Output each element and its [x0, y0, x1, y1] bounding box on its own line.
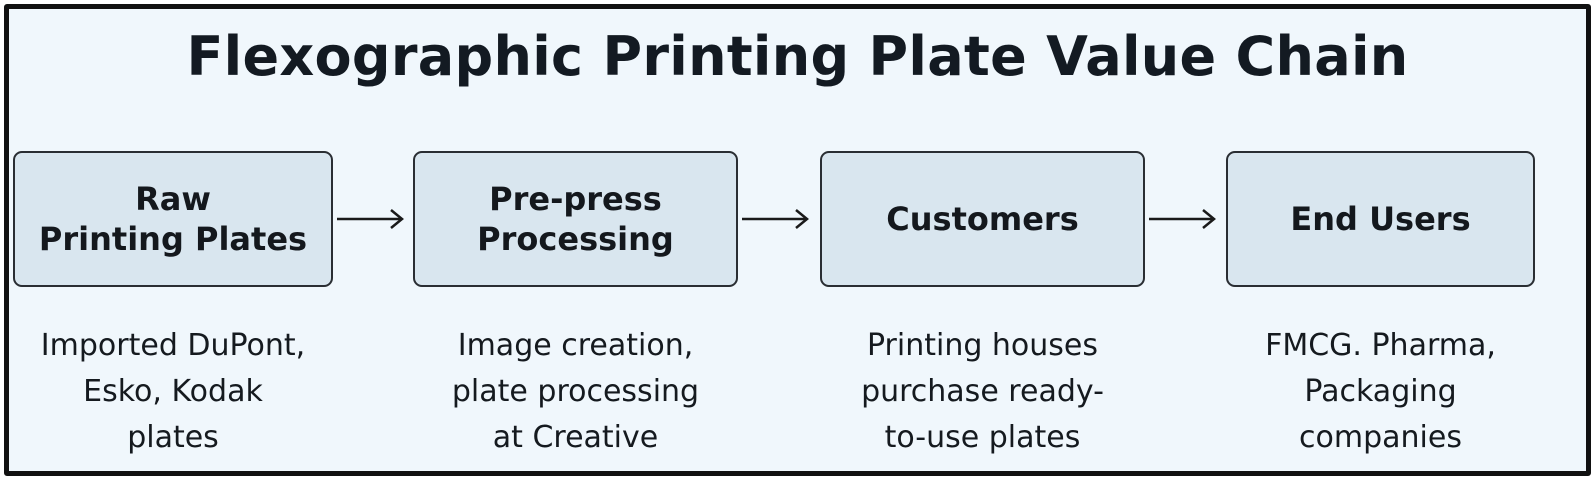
stage-description: Printing houses purchase ready- to-use p…	[861, 328, 1104, 455]
arrow-right-icon	[337, 209, 404, 229]
stage-label: Customers	[886, 200, 1079, 238]
stage-box-end-users: End Users	[1226, 151, 1535, 287]
stage-box-raw-printing-plates: Raw Printing Plates	[13, 151, 333, 287]
stage-description: FMCG. Pharma, Packaging companies	[1265, 328, 1496, 455]
stage-box-customers: Customers	[820, 151, 1145, 287]
stage-box-pre-press-processing: Pre-press Processing	[413, 151, 738, 287]
stage-description: Imported DuPont, Esko, Kodak plates	[40, 328, 306, 455]
diagram-title: Flexographic Printing Plate Value Chain	[186, 25, 1409, 88]
stage-label: Pre-press Processing	[477, 180, 674, 258]
stage-label: Raw Printing Plates	[38, 180, 308, 258]
stage-label: End Users	[1290, 200, 1471, 238]
stage-description: Image creation, plate processing at Crea…	[451, 328, 700, 455]
arrow-right-icon	[1149, 209, 1216, 229]
arrow-right-icon	[742, 209, 809, 229]
diagram-frame: Flexographic Printing Plate Value Chain …	[4, 4, 1591, 476]
